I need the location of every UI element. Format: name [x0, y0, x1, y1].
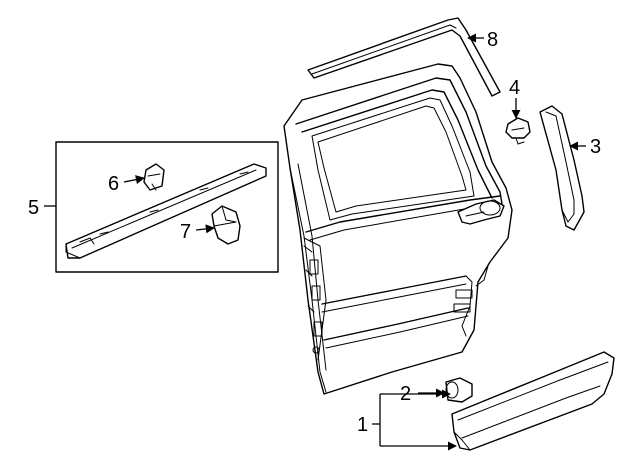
callout-8: 8 [487, 29, 498, 51]
callout-2: 2 [400, 383, 411, 405]
part-6-clip [143, 163, 165, 191]
callout-3: 3 [590, 136, 601, 158]
part-2-clip [445, 377, 473, 403]
callout-5: 5 [28, 197, 39, 219]
part-8-window-molding [307, 17, 501, 97]
part-3-pillar-garnish [539, 105, 585, 231]
callout-6: 6 [108, 173, 119, 195]
rear-door-shell [283, 63, 513, 395]
part-4-clip [505, 117, 531, 145]
callout-7: 7 [180, 221, 191, 243]
part-5-group-box [55, 141, 279, 273]
part-7-retainer [211, 205, 241, 245]
callout-1: 1 [357, 414, 368, 436]
part-1-body-molding [451, 351, 615, 451]
callout-4: 4 [509, 77, 520, 99]
